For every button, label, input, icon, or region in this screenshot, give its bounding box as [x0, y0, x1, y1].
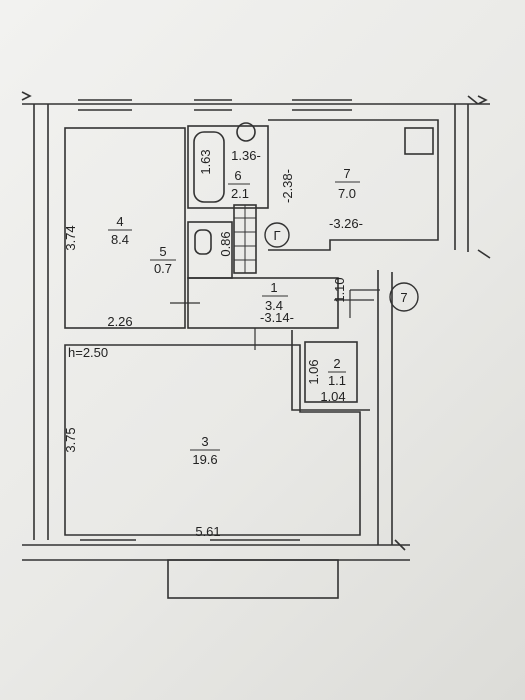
room-2-area: 1.1 — [328, 373, 346, 388]
dim-kitchen-width: -3.26- — [329, 216, 363, 231]
room-6-outline — [187, 125, 269, 209]
ceiling-height: h=2.50 — [68, 345, 108, 360]
bathtub — [193, 131, 225, 203]
room-7-area: 7.0 — [338, 186, 356, 201]
window-top-right — [292, 99, 352, 111]
room-4-outline — [64, 127, 186, 329]
dim-storage-height: 1.06 — [306, 359, 321, 384]
dim-corridor-length: -3.14- — [260, 310, 294, 325]
sink — [236, 122, 256, 142]
room-6-number: 6 — [234, 168, 241, 183]
room-7-outline — [268, 119, 439, 251]
room-1-area: 3.4 — [265, 298, 283, 313]
room-7-number: 7 — [343, 166, 350, 181]
room-6-area: 2.1 — [231, 186, 249, 201]
dim-room3-width: 5.61 — [195, 524, 220, 539]
dim-storage-width: 1.04 — [320, 389, 345, 404]
dim-bath-width: 1.36- — [231, 148, 261, 163]
dim-room3-height: 3.75 — [63, 427, 78, 452]
wall-left — [33, 104, 49, 540]
dim-kitchen-height: -2.38- — [280, 169, 295, 203]
dim-room4-height: 3.74 — [63, 225, 78, 250]
section-marker-label: 7 — [400, 290, 407, 305]
room-1-number: 1 — [270, 280, 277, 295]
wall-right — [377, 104, 469, 545]
window-top-left — [78, 99, 132, 111]
room-5-area: 0.7 — [154, 261, 172, 276]
room-3-outline — [64, 344, 361, 536]
gas-marker-label: Г — [273, 228, 280, 243]
wall-bottom — [22, 544, 410, 561]
window-top-mid — [194, 99, 232, 111]
stove — [404, 127, 434, 155]
dim-room4-width: 2.26 — [107, 314, 132, 329]
room-4-area: 8.4 — [111, 232, 129, 247]
room-3-number: 3 — [201, 434, 208, 449]
balcony — [167, 559, 339, 599]
toilet — [194, 229, 212, 255]
dim-toilet: 0.86 — [218, 231, 233, 256]
gas-marker-circle — [264, 222, 290, 248]
room-3-area: 19.6 — [192, 452, 217, 467]
section-marker-circle — [389, 282, 419, 312]
wall-top — [21, 91, 490, 105]
dim-corridor-side: 1.10 — [332, 277, 347, 302]
room-5-number: 5 — [159, 244, 166, 259]
room-4-number: 4 — [116, 214, 123, 229]
room-2-number: 2 — [333, 356, 340, 371]
dim-bathtub: 1.63 — [198, 149, 213, 174]
room-2-outline — [304, 341, 358, 403]
